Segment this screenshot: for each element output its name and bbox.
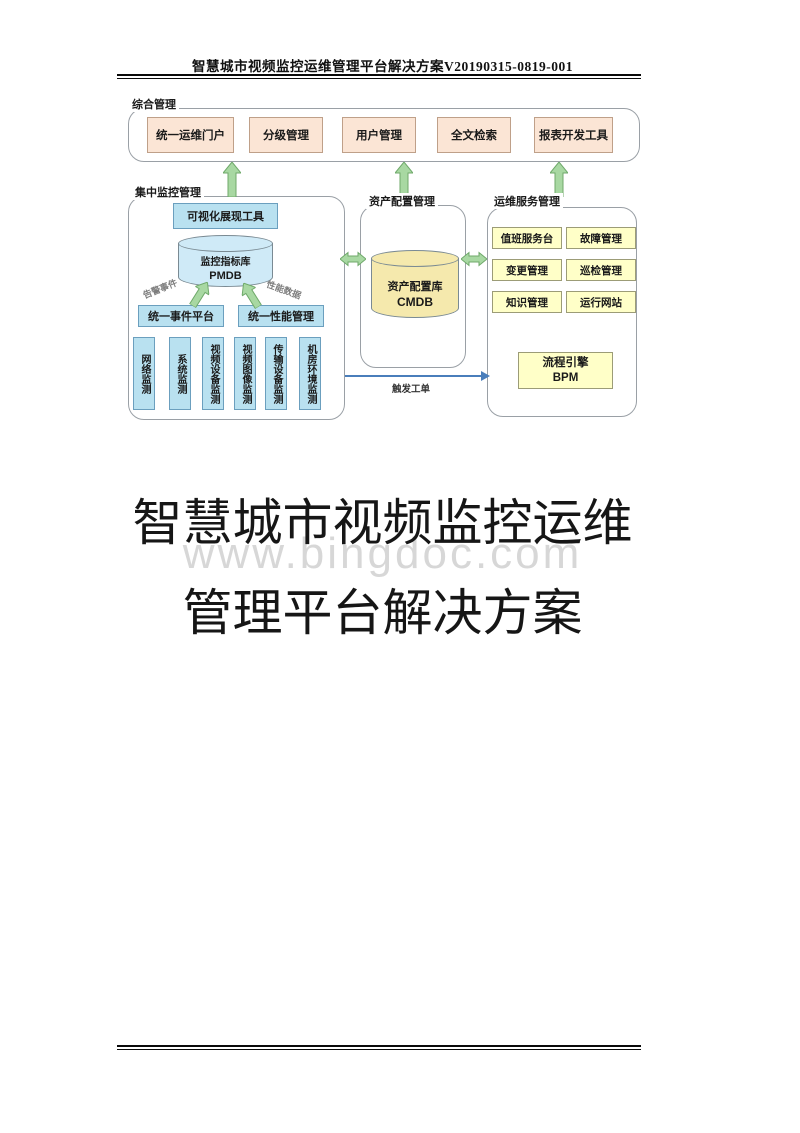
probe-system: 系统监测 xyxy=(169,337,191,410)
page-header-title: 智慧城市视频监控运维管理平台解决方案V20190315-0819-001 xyxy=(192,59,573,74)
box-bpm-engine: 流程引擎 BPM xyxy=(518,352,613,389)
central-monitoring-label: 集中监控管理 xyxy=(132,184,204,200)
probe-video-image: 视频图像监测 xyxy=(234,337,256,410)
diagonal-arrow-icon xyxy=(241,282,263,310)
box-fulltext-search: 全文检索 xyxy=(437,117,511,153)
pmdb-code: PMDB xyxy=(209,270,242,282)
box-perf-management: 统一性能管理 xyxy=(238,305,324,327)
watermark-text: www.bingdoc.com xyxy=(182,529,583,578)
up-arrow-icon xyxy=(550,162,568,197)
box-event-platform: 统一事件平台 xyxy=(138,305,224,327)
document-title-line1: 智慧城市视频监控运维 xyxy=(132,495,633,551)
cmdb-name: 资产配置库 xyxy=(387,281,443,293)
box-unified-portal: 统一运维门户 xyxy=(147,117,234,153)
bpm-line2: BPM xyxy=(552,371,579,384)
double-arrow-icon xyxy=(461,251,487,267)
cmdb-database-cylinder: 资产配置库 CMDB xyxy=(371,250,459,318)
cylinder-top xyxy=(178,235,273,252)
double-arrow-icon xyxy=(340,251,366,267)
box-operation-website: 运行网站 xyxy=(566,291,636,313)
header-rule xyxy=(117,74,641,79)
pmdb-database-cylinder: 监控指标库 PMDB xyxy=(178,235,273,287)
pmdb-name: 监控指标库 xyxy=(200,257,251,268)
footer-rule xyxy=(117,1045,641,1050)
box-user-management: 用户管理 xyxy=(342,117,416,153)
up-arrow-icon xyxy=(395,162,413,197)
up-arrow-icon xyxy=(223,162,241,197)
box-report-tools: 报表开发工具 xyxy=(534,117,613,153)
cylinder-body xyxy=(371,258,459,318)
cmdb-code: CMDB xyxy=(397,295,433,309)
probe-network: 网络监测 xyxy=(133,337,155,410)
probe-room-env: 机房环境监测 xyxy=(299,337,321,410)
asset-config-label: 资产配置管理 xyxy=(366,193,438,209)
trigger-arrow xyxy=(345,370,490,381)
box-inspection-management: 巡检管理 xyxy=(566,259,636,281)
box-hierarchy-management: 分级管理 xyxy=(249,117,323,153)
trigger-label: 触发工单 xyxy=(392,384,431,395)
bpm-line1: 流程引擎 xyxy=(542,356,589,369)
box-visualization-tool: 可视化展现工具 xyxy=(173,203,278,229)
integrated-management-label: 综合管理 xyxy=(129,96,179,112)
box-service-desk: 值班服务台 xyxy=(492,227,562,249)
document-title-line2: 管理平台解决方案 xyxy=(182,585,583,641)
ops-service-label: 运维服务管理 xyxy=(491,193,563,209)
probe-video-device: 视频设备监测 xyxy=(202,337,224,410)
cylinder-top xyxy=(371,250,459,267)
diagonal-arrow-icon xyxy=(188,281,210,309)
probe-transmission: 传输设备监测 xyxy=(265,337,287,410)
box-change-management: 变更管理 xyxy=(492,259,562,281)
box-knowledge-management: 知识管理 xyxy=(492,291,562,313)
box-fault-management: 故障管理 xyxy=(566,227,636,249)
